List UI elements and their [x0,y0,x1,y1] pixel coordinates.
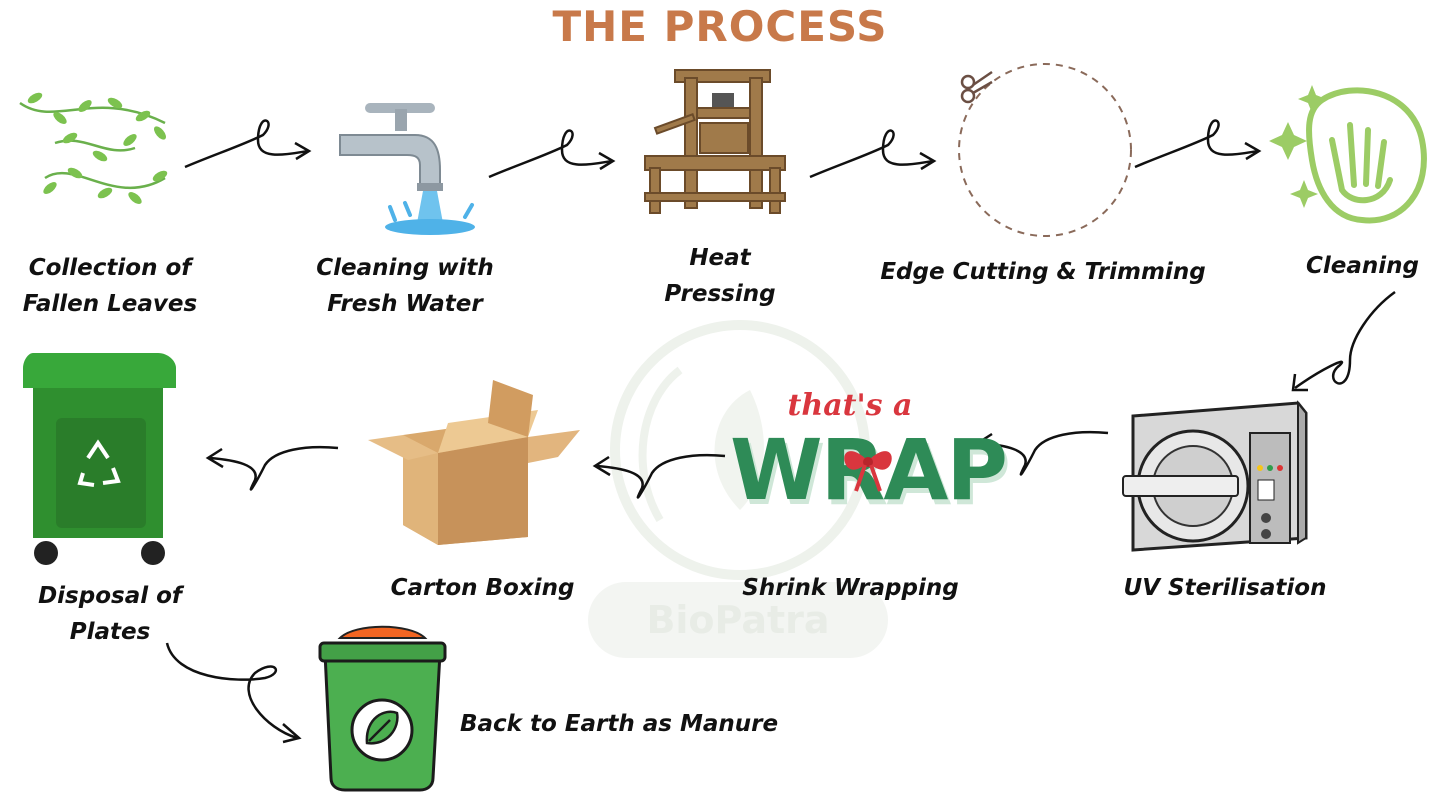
arrow-icon [592,453,726,499]
step-label-cleaning-water: Cleaning with Fresh Water [316,255,494,317]
carton-box-icon [368,380,580,545]
arrow-icon [488,129,616,179]
step-label-shrink: Shrink Wrapping [742,575,959,601]
step-label-heat-pressing: Heat Pressing [664,245,776,307]
step-label-manure: Back to Earth as Manure [460,711,779,737]
page-title: THE PROCESS [552,2,888,51]
step-label-collection: Collection of Fallen Leaves [22,255,198,317]
watermark-text: BioPatra [588,582,888,658]
ribbon-bow-icon [844,451,892,492]
arrow-icon [809,129,937,179]
arrow-icon [205,445,339,491]
scissors-cut-circle-icon [958,63,1132,237]
water-tap-icon [339,103,475,235]
step-label-carton: Carton Boxing [390,575,575,601]
wrap-badge-icon: that's a WRAP [730,388,1008,533]
sterilizer-machine-icon [1122,400,1308,552]
wrap-badge-top: that's a [787,388,913,423]
arrow-icon [165,642,302,744]
arrow-icon [184,119,312,169]
wrap-badge-main: WRAP [730,421,1008,519]
step-label-edge-cutting: Edge Cutting & Trimming [880,259,1206,285]
leaves-icon [19,92,168,204]
press-machine-icon [644,69,786,214]
step-label-uv: UV Sterilisation [1123,575,1327,601]
arrow-icon [975,430,1109,476]
step-label-cleaning: Cleaning [1306,253,1419,279]
watermark-wreath-icon [610,320,870,580]
hand-wipe-icon [1269,85,1427,224]
manure-bag-icon [318,625,447,792]
recycle-bin-icon [23,353,176,565]
arrow-icon [1291,290,1396,392]
step-label-disposal: Disposal of Plates [38,583,182,645]
arrow-icon [1134,119,1262,169]
